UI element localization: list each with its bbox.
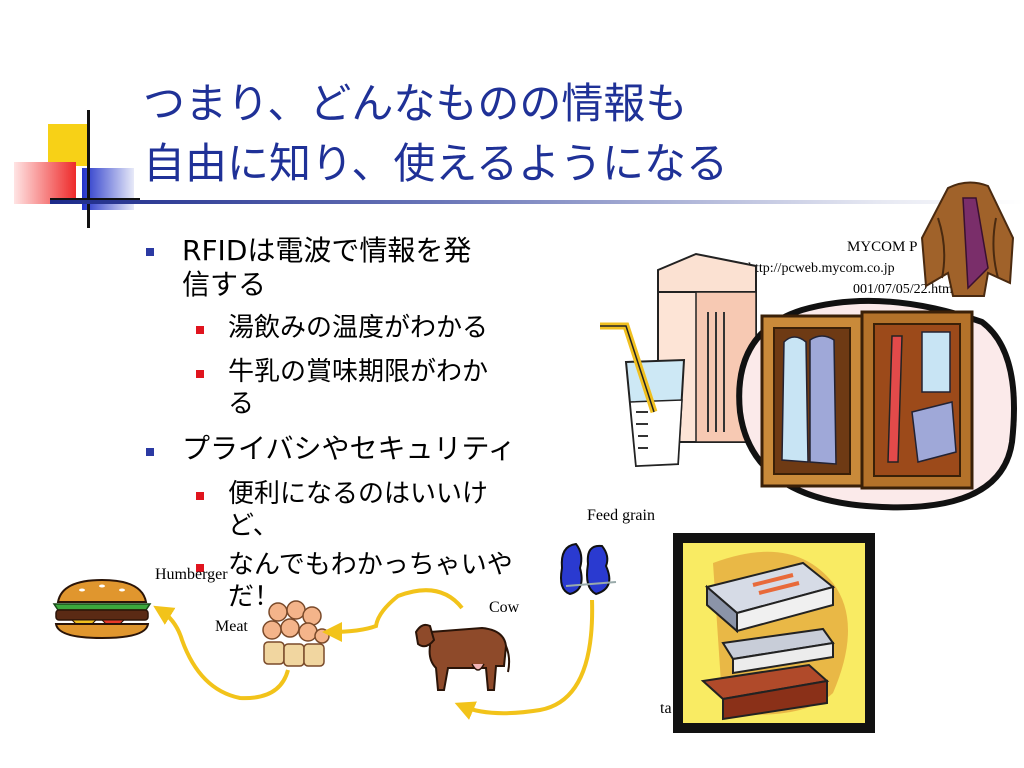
bullet-marker xyxy=(196,564,204,572)
bullet-2a-line-1: 便利になるのはいいけ xyxy=(228,479,489,509)
bullet-marker xyxy=(196,326,204,334)
mycom-label: MYCOM P xyxy=(847,239,918,255)
bullet-1-line-1: RFIDは電波で情報を発 xyxy=(182,234,472,267)
bullet-2b-line-1: なんでもわかっちゃいや xyxy=(228,550,513,580)
books-clipart xyxy=(683,543,865,723)
meat-clipart xyxy=(262,600,330,667)
title-decoration xyxy=(0,110,140,230)
feed-grain-label: Feed grain xyxy=(587,507,655,524)
deco-red-square xyxy=(14,162,76,204)
bullet-2a-line-2: ど、 xyxy=(228,511,279,541)
bullet-1-line-2: 信する xyxy=(182,268,267,301)
suitcase-clipart xyxy=(736,297,1017,511)
jacket-clipart xyxy=(920,181,1015,297)
bullet-2-line-1: プライバシやセキュリティ xyxy=(182,432,516,465)
deco-horizontal-line xyxy=(50,198,140,201)
deco-vertical-line xyxy=(87,110,90,228)
ta-label: ta xyxy=(660,700,672,717)
title-underline xyxy=(50,200,1024,204)
source-url-line-1: http://pcweb.mycom.co.jp xyxy=(748,261,895,276)
grain-bag-clipart xyxy=(560,542,617,596)
bullet-1b-line-1: 牛乳の賞味期限がわか xyxy=(228,357,489,387)
title-line-1: つまり、どんなものの情報も xyxy=(143,79,688,128)
arrow-icon xyxy=(153,605,290,701)
bullet-marker xyxy=(196,370,204,378)
hamburger-clipart xyxy=(52,578,152,640)
bullet-marker xyxy=(196,492,204,500)
deco-yellow-square xyxy=(48,124,90,166)
bullet-1a-line-1: 湯飲みの温度がわかる xyxy=(228,313,489,343)
meat-label: Meat xyxy=(215,618,248,635)
flow-arrows xyxy=(153,588,595,720)
bullet-1b-line-2: る xyxy=(228,389,255,419)
arrow-icon xyxy=(322,588,464,642)
arrow-icon xyxy=(454,599,595,720)
source-url-line-2: 001/07/05/22.html xyxy=(853,282,957,297)
cow-clipart xyxy=(414,623,511,691)
bullet-marker xyxy=(146,248,154,256)
cow-label: Cow xyxy=(489,599,520,616)
books-frame xyxy=(673,533,875,733)
humberger-label: Humberger xyxy=(155,566,228,583)
bullet-marker xyxy=(146,448,154,456)
title-line-2: 自由に知り、使えるようになる xyxy=(143,139,729,188)
